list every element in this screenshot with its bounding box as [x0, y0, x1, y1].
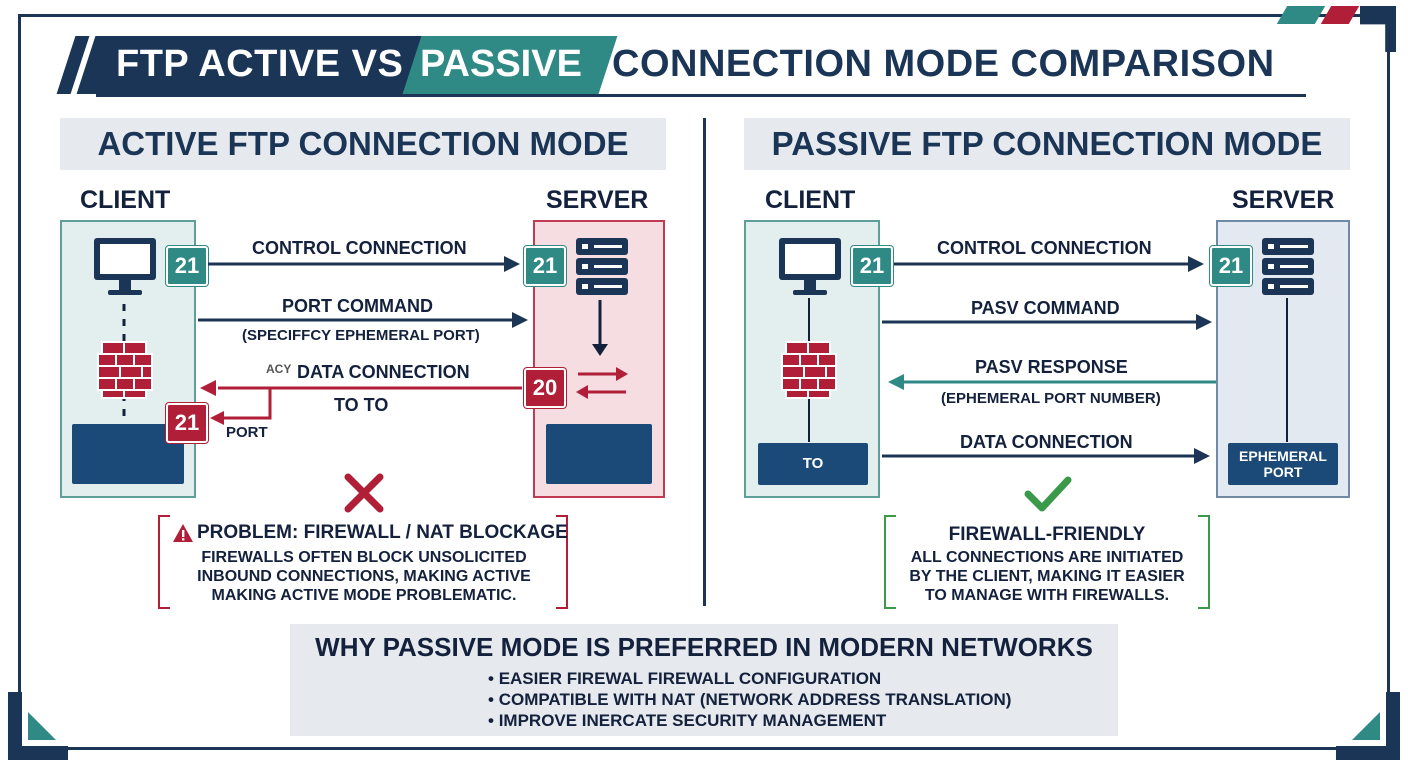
title-part-3: CONNECTION MODE COMPARISON [612, 43, 1275, 85]
problem-bracket-left [158, 515, 170, 609]
section-divider [703, 118, 706, 606]
problem-line-2: INBOUND CONNECTIONS, MAKING ACTIVE [197, 568, 531, 585]
passive-server-box: EPHEMERAL PORT [1228, 443, 1338, 485]
server-line [1286, 298, 1288, 442]
friendly-body: ALL CONNECTIONS ARE INITIATED BY THE CLI… [896, 548, 1198, 605]
check-icon [1024, 476, 1072, 512]
active-server-box [546, 424, 652, 484]
active-port-command-label: PORT COMMAND [282, 296, 433, 316]
cross-icon [344, 473, 384, 513]
why-title: WHY PASSIVE MODE IS PREFERRED IN MODERN … [315, 632, 1093, 662]
why-list: EASIER FIREWAL FIREWALL CONFIGURATION CO… [488, 668, 1012, 731]
passive-client-box: TO [758, 443, 868, 485]
friendly-bracket-left [884, 515, 896, 609]
active-heading: ACTIVE FTP CONNECTION MODE [60, 118, 666, 170]
active-client-port-badge: 21 [166, 246, 208, 286]
firewall-icon [781, 341, 837, 399]
outer-frame [18, 14, 1390, 750]
title-underline [96, 94, 1306, 97]
active-control-label: CONTROL CONNECTION [252, 238, 467, 258]
active-port-small: PORT [226, 424, 268, 441]
passive-pasv-response-sub: (EPHEMERAL PORT NUMBER) [941, 390, 1161, 407]
friendly-line-3: TO MANAGE WITH FIREWALLS. [924, 587, 1170, 604]
down-arrow-icon [592, 300, 608, 356]
server-icon [576, 238, 628, 295]
active-data-sub: TO TO [334, 395, 389, 415]
friendly-title: FIREWALL-FRIENDLY [948, 524, 1146, 545]
active-server-control-port-badge: 21 [524, 246, 566, 286]
monitor-icon [94, 238, 156, 295]
why-item-3: IMPROVE INERCATE SECURITY MANAGEMENT [488, 710, 1011, 731]
why-item-1: EASIER FIREWAL FIREWALL CONFIGURATION [488, 668, 1011, 689]
problem-title: PROBLEM: FIREWALL / NAT BLOCKAGE [197, 522, 568, 543]
problem-body: FIREWALLS OFTEN BLOCK UNSOLICITED INBOUN… [172, 548, 556, 605]
active-client-data-port-badge: 21 [166, 403, 208, 443]
active-port-command-sub: (SPECIFFCY EPHEMERAL PORT) [242, 327, 480, 344]
problem-line-3: MAKING ACTIVE MODE PROBLEMATIC. [211, 587, 517, 604]
active-client-label: CLIENT [80, 186, 171, 214]
warning-icon [173, 524, 193, 542]
friendly-line-1: ALL CONNECTIONS ARE INITIATED [910, 549, 1184, 566]
corner-bracket-bottom-right [1336, 692, 1400, 760]
why-item-2: COMPATIBLE WITH NAT (NETWORK ADDRESS TRA… [488, 689, 1012, 710]
passive-client-label: CLIENT [765, 186, 856, 214]
problem-line-1: FIREWALLS OFTEN BLOCK UNSOLICITED [201, 549, 527, 566]
ephemeral-port-line-1: EPHEMERAL [1239, 448, 1327, 464]
passive-server-label: SERVER [1232, 186, 1335, 214]
firewall-icon [97, 341, 153, 399]
passive-client-port-badge: 21 [851, 246, 893, 286]
ephemeral-port-line-2: PORT [1263, 464, 1303, 480]
passive-pasv-response-label: PASV RESPONSE [975, 357, 1128, 377]
corner-bracket-bottom-left [8, 692, 68, 760]
passive-server-port-badge: 21 [1210, 246, 1252, 286]
passive-data-label: DATA CONNECTION [960, 432, 1133, 452]
passive-pasv-command-label: PASV COMMAND [971, 298, 1120, 318]
active-server-data-port-badge: 20 [524, 368, 566, 408]
title-part-1: FTP ACTIVE VS [116, 43, 404, 85]
passive-control-label: CONTROL CONNECTION [937, 238, 1152, 258]
active-data-prefix: ACY [266, 362, 292, 376]
monitor-icon [779, 238, 841, 295]
passive-heading: PASSIVE FTP CONNECTION MODE [744, 118, 1350, 170]
problem-bracket-right [556, 515, 568, 609]
swap-arrows-icon [576, 367, 628, 399]
active-data-label: DATA CONNECTION [297, 362, 470, 382]
server-icon [1262, 238, 1314, 295]
friendly-line-2: BY THE CLIENT, MAKING IT EASIER [909, 568, 1185, 585]
friendly-bracket-right [1198, 515, 1210, 609]
active-server-label: SERVER [546, 186, 649, 214]
title-part-2: PASSIVE [420, 43, 582, 85]
active-client-box [72, 424, 184, 484]
